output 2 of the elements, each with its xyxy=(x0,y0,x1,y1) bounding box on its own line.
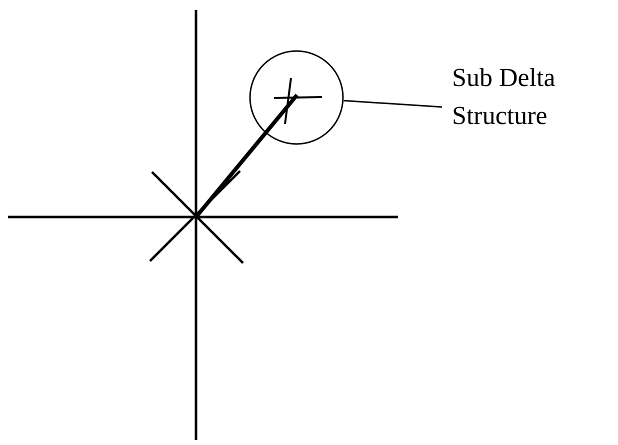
callout-label: Sub Delta Structure xyxy=(452,59,582,135)
leader-line xyxy=(344,100,442,108)
